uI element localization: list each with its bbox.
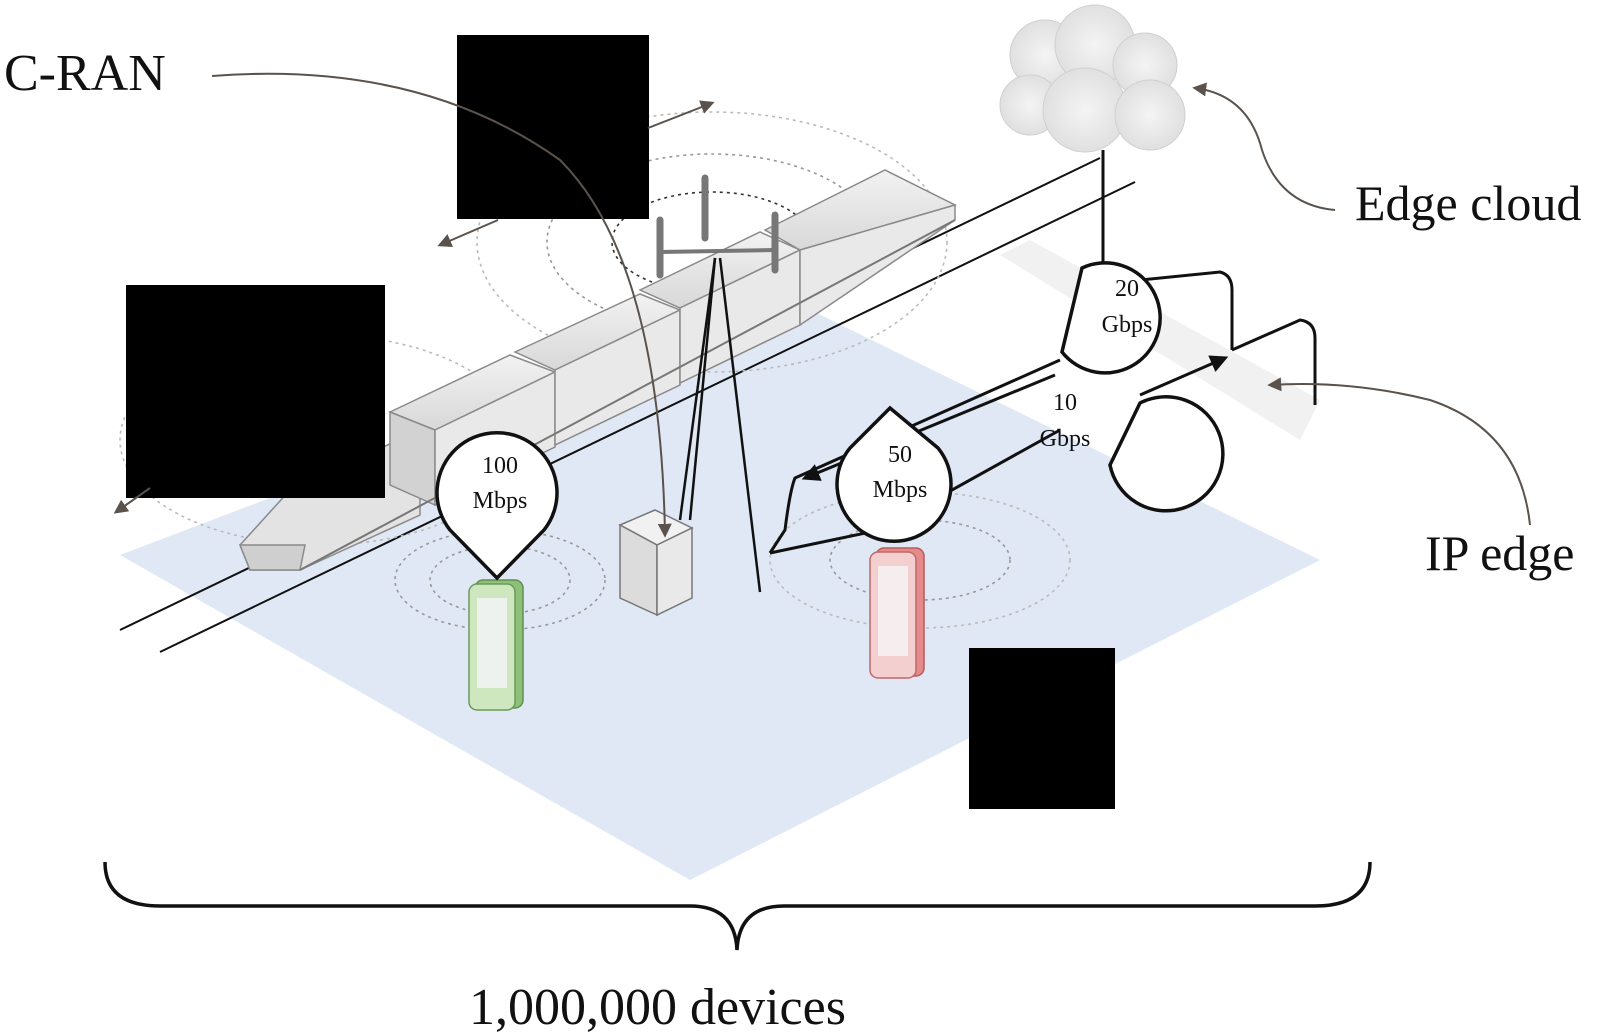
callout-arrows [211,72,1531,538]
badge-20-gbps: 20 Gbps [1060,261,1162,375]
label-cran: C-RAN [4,45,166,102]
smartphone-icon-red [869,547,925,679]
badge-unit: Gbps [1102,312,1153,338]
redacted-blocks [126,35,1115,809]
antenna-arrows [113,100,715,514]
badge-10-gbps: 10 Gbps [1040,390,1225,513]
cell-tower-icon [656,174,779,593]
smartphone-icon-green [468,579,524,711]
server-box-icon [618,509,694,617]
redaction-block [969,648,1115,809]
label-ip-edge: IP edge [1425,525,1575,581]
redaction-block [457,35,649,219]
badge-100-mbps: 100 Mbps [435,430,559,581]
devices-brace [103,861,1372,951]
redaction-block [126,285,385,498]
badge-50-mbps: 50 Mbps [835,405,953,543]
badge-unit: Mbps [473,488,528,514]
label-devices: 1,000,000 devices [469,979,846,1036]
label-edge-cloud: Edge cloud [1355,175,1582,231]
badge-value: 20 [1115,276,1139,302]
badge-value: 10 [1053,390,1077,416]
badge-unit: Gbps [1040,426,1091,452]
badge-unit: Mbps [873,477,928,503]
badge-value: 50 [888,442,912,468]
cloud-icon [999,4,1186,153]
badge-value: 100 [482,453,518,479]
